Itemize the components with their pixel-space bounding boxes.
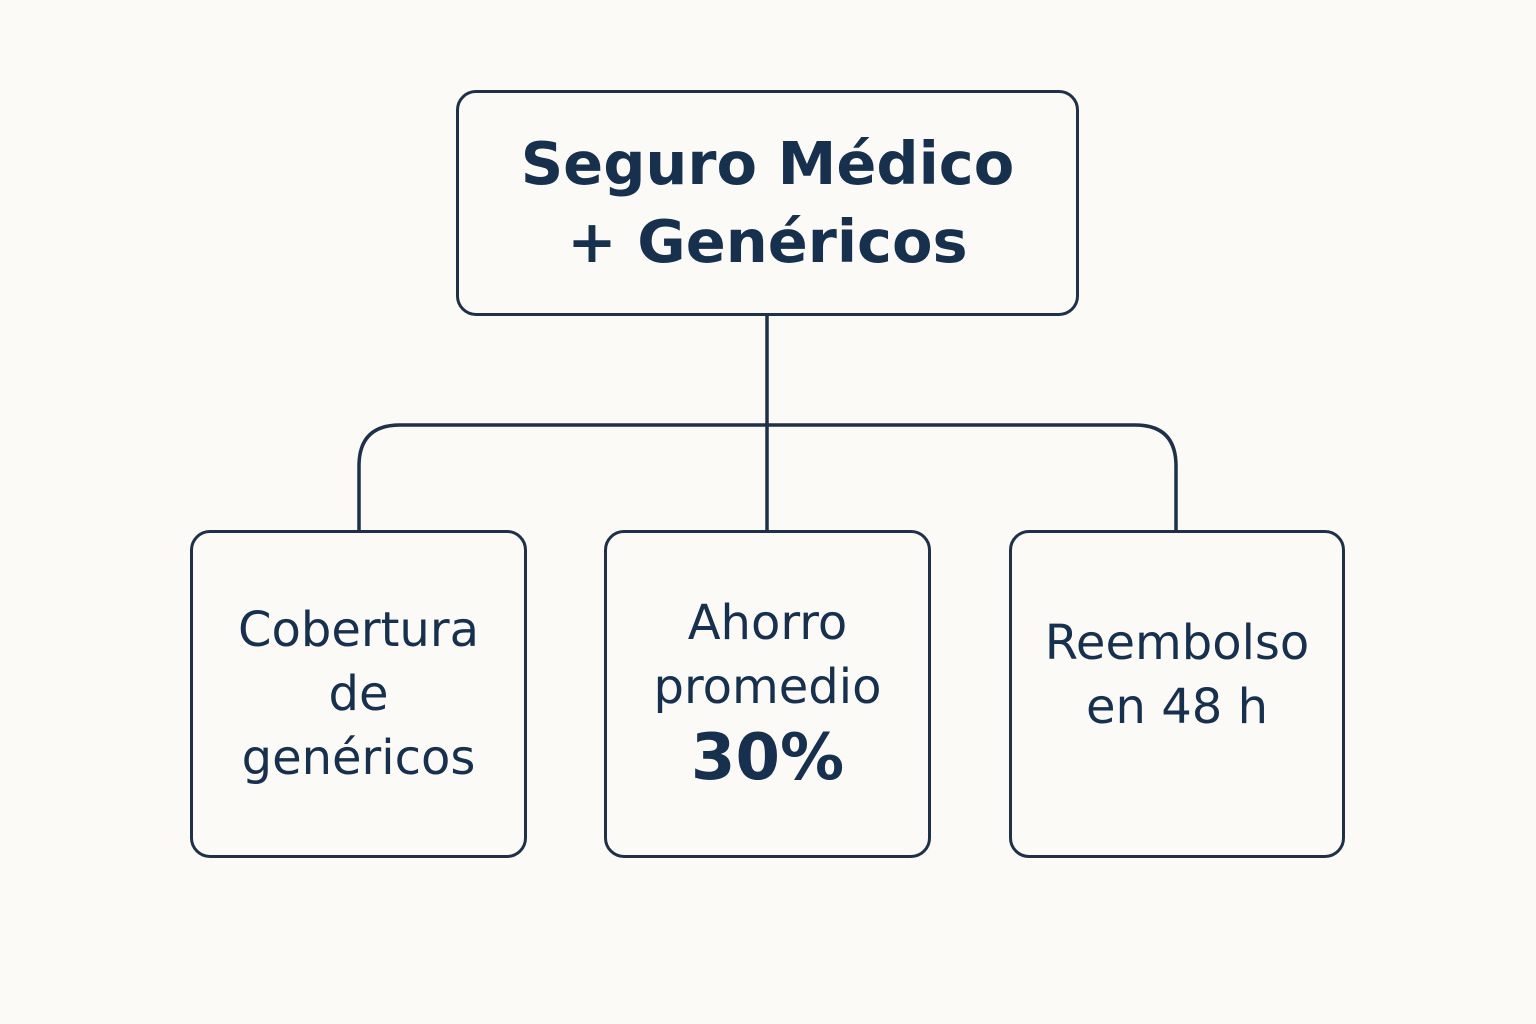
reembolso-line-1: Reembolso [1044,615,1310,671]
ahorro-line-1: Ahorro [687,595,848,651]
root-node: Seguro Médico + Genéricos [456,90,1079,316]
reembolso-line-2: en 48 h [1086,679,1268,735]
ahorro-line-2: promedio [653,659,882,715]
child-node-ahorro: Ahorro promedio 30% [604,530,931,858]
child-node-cobertura: Cobertura de genéricos [190,530,527,858]
root-title-line-1: Seguro Médico [520,129,1015,198]
cobertura-line-1: Cobertura [237,602,479,658]
cobertura-line-2: de [328,666,389,722]
connector-right-branch [765,423,1178,532]
cobertura-line-3: genéricos [241,730,476,786]
root-title-line-2: + Genéricos [567,207,968,276]
child-node-reembolso: Reembolso en 48 h [1009,530,1345,858]
connector-left-branch [357,423,769,532]
ahorro-percentage: 30% [690,721,845,795]
